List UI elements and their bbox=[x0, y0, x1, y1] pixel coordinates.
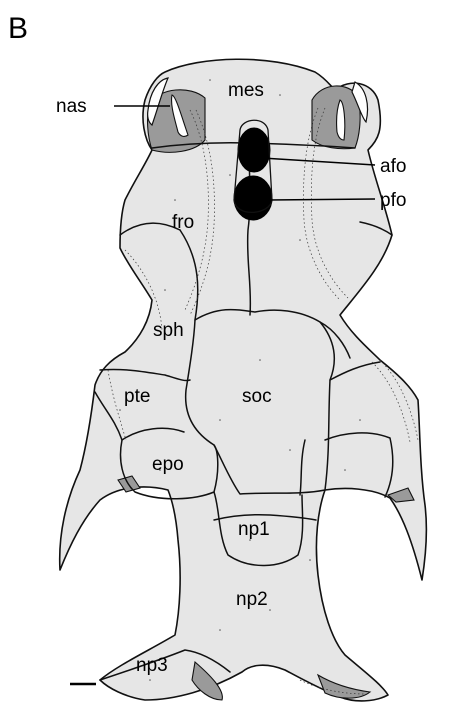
label-epo: epo bbox=[152, 454, 184, 475]
nasal-right-rod bbox=[337, 100, 345, 140]
label-fro: fro bbox=[172, 212, 194, 233]
label-np1: np1 bbox=[238, 519, 270, 540]
label-np3: np3 bbox=[136, 655, 168, 676]
panel-letter: B bbox=[8, 12, 28, 45]
leader-pfo bbox=[268, 199, 375, 200]
posterior-foramen bbox=[234, 176, 272, 220]
label-sph: sph bbox=[153, 320, 184, 341]
label-soc: soc bbox=[242, 386, 272, 407]
anterior-foramen bbox=[238, 128, 270, 172]
label-afo: afo bbox=[380, 156, 406, 177]
label-pfo: pfo bbox=[380, 190, 406, 211]
label-mes: mes bbox=[228, 80, 264, 101]
label-nas: nas bbox=[56, 96, 87, 117]
label-pte: pte bbox=[124, 386, 150, 407]
label-np2: np2 bbox=[236, 589, 268, 610]
shaded-region-right-orbit bbox=[312, 86, 360, 149]
